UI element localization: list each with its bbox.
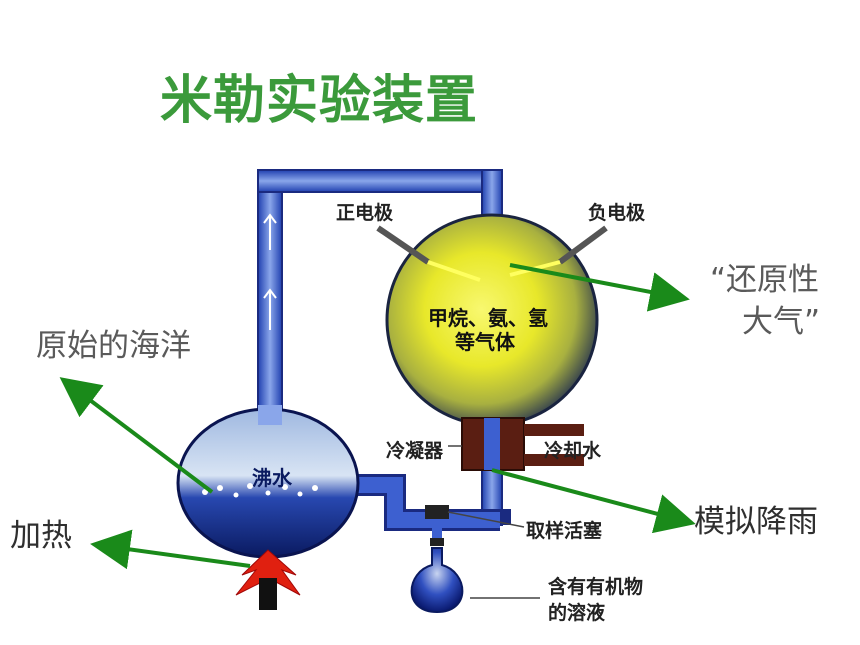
sample-flask [410,547,464,614]
label-leaders [447,445,540,599]
solution-label-line2: 的溶液 [548,602,606,624]
reducing-atmosphere-annotation-line1: “还原性 [710,262,820,298]
annotation-arrows [59,263,696,570]
arrow-rain [491,468,696,534]
positive-electrode-label: 正电极 [336,202,394,224]
stopcock [425,505,449,546]
solution-label-line1: 含有有机物 [548,576,644,598]
boiling-flask [176,405,360,559]
reducing-atmosphere-annotation-line2: 大气” [742,304,821,340]
negative-electrode-label: 负电极 [588,202,646,224]
slide-title: 米勒实验装置 [160,71,479,131]
cooling-water-label: 冷却水 [544,440,602,462]
condenser-label: 冷凝器 [386,440,444,462]
sampling-stopcock-label: 取样活塞 [526,520,603,542]
condenser-jacket [461,417,584,471]
arrow-ocean [59,377,214,494]
flame [235,549,301,610]
gas-composition-line1: 甲烷、氨、氢 [428,306,548,330]
arrow-heating [90,529,251,570]
boiling-water-label: 沸水 [252,466,292,490]
arrow-atmosphere [509,263,690,312]
heating-annotation: 加热 [10,518,72,554]
simulate-rain-annotation: 模拟降雨 [694,504,818,540]
primitive-ocean-annotation: 原始的海洋 [36,328,191,364]
gas-composition-line2: 等气体 [455,330,515,354]
